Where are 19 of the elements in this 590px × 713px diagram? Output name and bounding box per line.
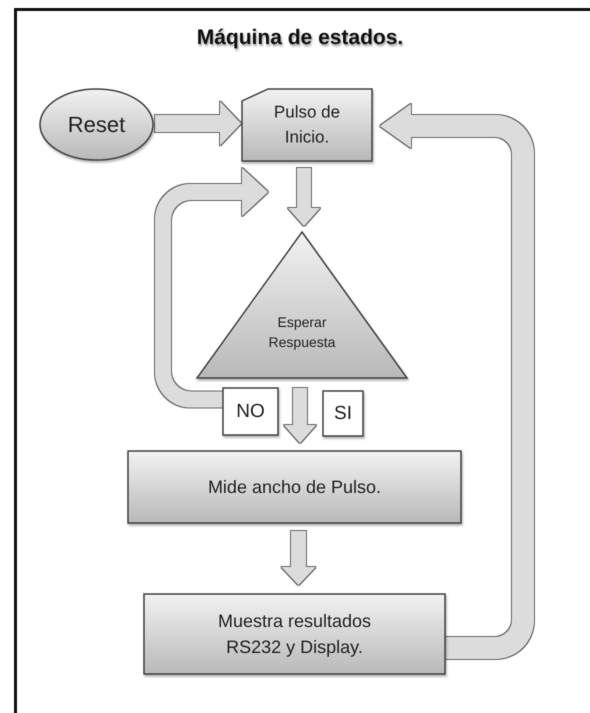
node-label: Muestra resultados RS232 y Display. bbox=[216, 610, 372, 659]
node-label: Esperar Respuesta bbox=[268, 313, 336, 352]
block-arrow bbox=[284, 388, 316, 443]
title: Máquina de estados. bbox=[196, 26, 404, 50]
block-arrow bbox=[282, 531, 316, 585]
block-arrow bbox=[288, 168, 320, 226]
node-label: Reset bbox=[66, 110, 126, 139]
process-box bbox=[128, 451, 461, 523]
node-label: SI bbox=[333, 402, 353, 426]
condition-box bbox=[223, 388, 278, 435]
condition-box bbox=[323, 391, 363, 436]
node-label: Mide ancho de Pulso. bbox=[206, 476, 382, 499]
start-ellipse bbox=[40, 89, 153, 160]
process-box bbox=[144, 594, 445, 674]
block-arrow bbox=[155, 102, 241, 146]
process-box bbox=[242, 89, 372, 161]
node-label: Pulso de Inicio. bbox=[272, 101, 342, 148]
decision-triangle bbox=[197, 232, 407, 378]
node-label: NO bbox=[235, 400, 266, 424]
